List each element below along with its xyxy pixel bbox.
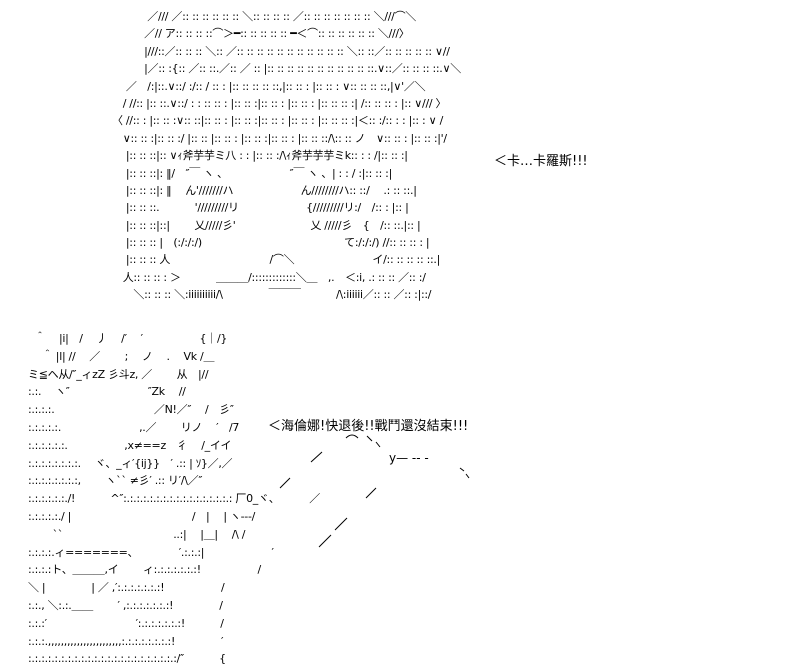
- ascii-art-line: 〈 //:: : |:: :: :∨:: ::|:: :: : |:: :: :…: [112, 114, 443, 128]
- ascii-art-line: ∨:: :: :|:: :: :/ |:: :: |:: :: : |:: ::…: [112, 131, 447, 145]
- ascii-art-line: :.:. ヽ″ ″Zk //: [28, 385, 186, 399]
- ascii-art-line: |:: :: ::|::| 乂/////彡' 乂 /////彡 { /:: ::…: [112, 218, 421, 232]
- ascii-art-line: |///::／:: :: :: ＼:: ／:: :: :: :: :: :: :…: [112, 44, 450, 58]
- ascii-art-line: / //:: |:: ::.∨::/ : : :: :: : |:: :: :|…: [112, 96, 447, 110]
- ascii-art-line: `` ..:| |＿| /\ /: [28, 527, 246, 541]
- ascii-art-line: |／:: :{:: ／:: ::.／:: ／ :: |:: :: :: :: :…: [112, 62, 461, 76]
- speed-line: [459, 467, 470, 479]
- ascii-art-line: :.:.:.:.:.:.:.:. ヾ、_ィ′{ij}} ′ .:: | ｿ}／,…: [28, 456, 233, 470]
- ascii-art-line: ／ /:|::.∨::/ :/:: / :: : |:: :: :: :: ::…: [112, 79, 426, 93]
- speech-line-helena: ＜海倫娜!快退後!!戰鬥還沒結束!!!: [268, 419, 469, 434]
- speed-line: [334, 517, 348, 531]
- speed-line: [318, 534, 332, 548]
- speed-line: [366, 435, 381, 448]
- ascii-art-line: ＾ |i| / 丿 /′ ′ {｜/}: [28, 332, 228, 345]
- speed-line: [310, 451, 323, 463]
- speed-glyph: y— -- -: [389, 451, 429, 465]
- ascii-art-line: :.:.:.:ト、＿＿＿,イ ィ:.:.:.:.:.:.:! /: [28, 563, 261, 577]
- ascii-art-line: :.:.:.:.:.:./! ^″:.:.:.:.:.:.:.:.:.:.:.:…: [28, 492, 320, 506]
- ascii-art-line: :.:.:.:.:.:.:.:.:.:.:.:.:.:.:.:.:.:.:.:.…: [28, 652, 226, 666]
- ascii-art-line: ミ≦ヘ从/″_ィzZ 彡斗z, ／ 从 |//: [28, 367, 209, 381]
- speed-lines: y— -- -: [279, 434, 470, 548]
- ascii-art-line: |:: :: ::|:: ∨ｨ斧芋芋ミ八 : : |:: :: :/\ｨ斧芋芋芋…: [112, 149, 408, 163]
- ascii-art-line: :.:.:.:.:.:.:.:, ヽ`` ≠彡′ .:: リ′/\／″: [28, 474, 203, 488]
- speed-line: [345, 434, 359, 439]
- ascii-art-character-face: ／/// ／:: :: :: :: :: :: ＼:: :: :: :: ／::…: [112, 8, 461, 304]
- ascii-art-line: :.:.:.:. ／N!／″ / 彡″: [28, 403, 234, 417]
- ascii-art-line: |:: :: ::|: ‖ ん'///////ハ ん////////ハ:: ::…: [112, 183, 417, 197]
- ascii-art-line: ＾ |l| // ／ ; ノ . Vk /＿: [28, 349, 215, 363]
- ascii-art-line: ／/// ／:: :: :: :: :: :: ＼:: :: :: :: ／::…: [112, 10, 416, 23]
- ascii-art-line: |:: :: :: 人 /⌒＼ イ/:: :: :: :: ::.|: [112, 253, 440, 267]
- speed-line: [365, 487, 377, 499]
- ascii-art-line: :.:.:′ ′:.:.:.:.:.:.:! /: [28, 616, 224, 630]
- speech-line-karos: ＜卡…卡羅斯!!!: [494, 154, 588, 169]
- speed-line: [279, 477, 291, 489]
- ascii-art-line: 人:: :: :: : ＞ ＿＿＿/:::::::::::::＼＿ ,. ＜:i…: [112, 270, 426, 284]
- ascii-art-battle-scene: ＾ |i| / 丿 /′ ′ {｜/} ＾ |l| // ／ ; ノ . Vk …: [28, 330, 320, 668]
- ascii-art-line: |:: :: ::. '/////////リ {/////////リ:/ /::…: [112, 201, 409, 215]
- ascii-art-line: :.:.:.:.ィ=======、 ′.:.:.:| ′: [28, 545, 274, 559]
- ascii-art-line: ／// ア:: :: :: ::⌒＞━:: :: :: :: :: ━＜⌒:: …: [112, 27, 410, 41]
- ascii-art-line: :.:.:.:.:. ,.／ リノ ′ /7: [28, 420, 240, 434]
- ascii-art-line: |:: :: :: | (:/:/:/) て:/:/:/) //:: :: ::…: [112, 236, 430, 250]
- ascii-art-line: ＼ | | ／ ,′:.:.:.:.:.:.:! /: [28, 581, 225, 595]
- ascii-art-line: :.:.:.:.:.:. ,x≠==z 彳 /_イイ: [28, 438, 232, 452]
- ascii-art-line: |:: :: ::|: ‖/ ″￣ ヽ 、 ″￣ ヽ 、| : : / :|::…: [112, 166, 392, 180]
- ascii-art-line: :.:., ＼:.:.＿＿ ′ ,:.:.:.:.:.:.:! /: [28, 598, 223, 612]
- ascii-art-line: :.:.:.:.:./ | / | | ヽ---/: [28, 509, 256, 523]
- ascii-art-line: ＼:: :: :: ＼:iiiiiiiiii/\ ￣￣￣ /\:iiiiii／:…: [112, 288, 432, 302]
